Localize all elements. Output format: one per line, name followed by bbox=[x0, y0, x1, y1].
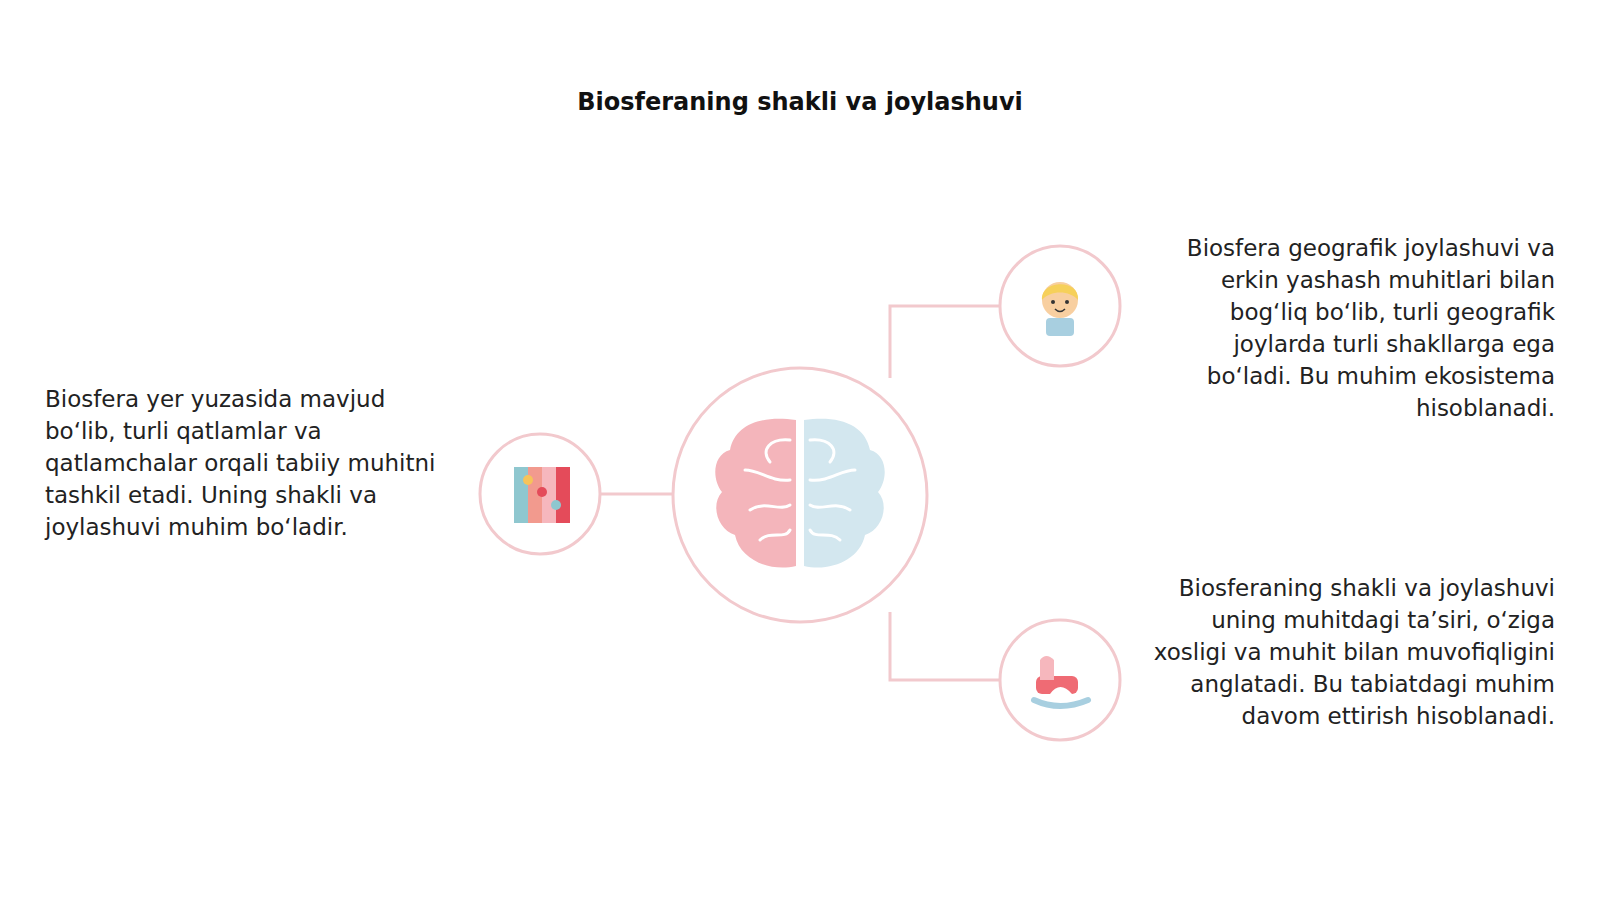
description-text: Biosfera geografik joylashuvi va erkin y… bbox=[1150, 232, 1555, 424]
title: Biosferaning shakli va joylashuvi bbox=[400, 88, 1200, 116]
child-icon bbox=[1042, 282, 1078, 336]
leader-lines bbox=[600, 306, 1000, 680]
description-text: Biosfera yer yuzasida mavjud bo‘lib, tur… bbox=[45, 383, 440, 543]
rocking-horse-icon bbox=[1034, 656, 1088, 706]
puzzle-icon bbox=[514, 467, 570, 523]
circles bbox=[480, 246, 1120, 740]
brain-icon bbox=[715, 419, 884, 568]
description-text: Biosferaning shakli va joylashuvi uning … bbox=[1140, 572, 1555, 732]
